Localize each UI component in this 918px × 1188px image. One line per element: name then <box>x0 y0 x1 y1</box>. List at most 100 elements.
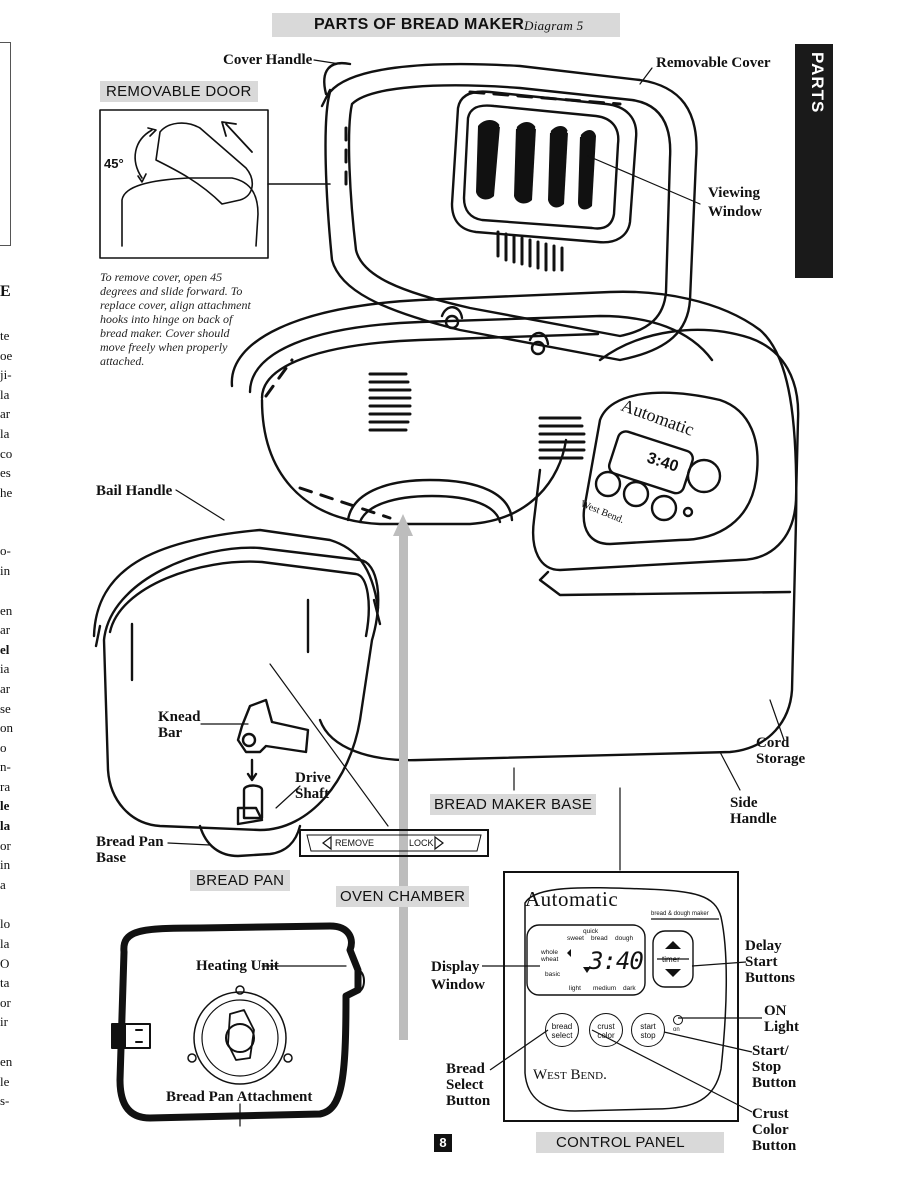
crust-color-button[interactable]: crust color <box>589 1013 623 1047</box>
lid-vents <box>496 230 564 272</box>
margin-fragment: ar <box>0 406 11 422</box>
control-panel-frame: Automatic bread & dough maker quick swee… <box>503 871 739 1122</box>
button-label: color <box>597 1031 615 1040</box>
oven-chamber-inset <box>116 922 362 1122</box>
cover-handle-label: Cover Handle <box>223 52 313 68</box>
knead-bar <box>236 698 310 754</box>
on-light-indicator <box>673 1015 683 1025</box>
heating-unit-label: Heating Unit <box>196 958 279 974</box>
page-title: PARTS OF BREAD MAKER <box>314 16 525 33</box>
start-stop-callout: Start/ Stop Button <box>752 1043 796 1091</box>
button-label: select <box>551 1031 573 1040</box>
panel-brand: Automatic <box>525 887 619 911</box>
viewing-window <box>450 90 638 244</box>
margin-fragment: ta <box>0 975 10 991</box>
margin-fragment: O <box>0 955 10 971</box>
margin-fragment: E <box>0 283 11 300</box>
mode-sweet: sweet <box>567 935 584 942</box>
label-line: Color <box>752 1122 789 1138</box>
door-note-line: To remove cover, open 45 <box>100 270 223 284</box>
margin-fragment: s- <box>0 1093 10 1109</box>
door-angle-label: 45° <box>104 156 124 171</box>
label-line: Storage <box>756 751 806 767</box>
left-margin-box <box>0 42 11 246</box>
on-light-callout: ON Light <box>764 1003 799 1035</box>
small-panel-time: 3:40 <box>645 450 681 476</box>
mode-whole: whole <box>541 949 558 956</box>
cover-handle <box>323 61 352 96</box>
label-line: ON <box>764 1003 787 1019</box>
margin-fragment: or <box>0 837 11 853</box>
panel-subtitle: bread & dough maker <box>651 911 709 917</box>
margin-fragment: te <box>0 328 10 343</box>
page-number: 8 <box>434 1134 452 1152</box>
control-panel-header: CONTROL PANEL <box>536 1132 724 1153</box>
crust-dark: dark <box>623 985 636 992</box>
label-line: Select <box>446 1077 484 1093</box>
window-bars <box>476 120 596 210</box>
left-margin-text: te oe ji- la ar la co es he o- in en ar … <box>0 326 13 1111</box>
margin-fragment: la <box>0 936 10 952</box>
margin-fragment: ia <box>0 661 10 677</box>
margin-fragment: es <box>0 465 11 481</box>
margin-fragment: le <box>0 1073 10 1089</box>
diagram-label: Diagram 5 <box>524 18 584 33</box>
mode-wheat: wheat <box>541 956 559 963</box>
margin-fragment: ji- <box>0 367 12 383</box>
door-note-line: move freely when properly <box>100 340 228 354</box>
start-stop-button[interactable]: start stop <box>631 1013 665 1047</box>
bail-handle-label: Bail Handle <box>96 483 173 499</box>
door-instructions: To remove cover, open 45 degrees and sli… <box>100 270 251 368</box>
bread-pan-header: BREAD PAN <box>190 870 291 891</box>
side-handle-label: Side Handle <box>730 795 777 827</box>
mode-dough: dough <box>615 935 634 942</box>
panel-maker: West Bend. <box>533 1067 607 1083</box>
margin-fragment: on <box>0 720 13 736</box>
remove-lock-indicator: REMOVE LOCK <box>299 829 489 857</box>
remove-label: REMOVE <box>335 838 375 848</box>
margin-fragment: or <box>0 994 11 1010</box>
display-window-label: Display Window <box>431 959 485 993</box>
pan-base <box>198 824 302 858</box>
label-line: Buttons <box>745 970 796 986</box>
removable-cover-label: Removable Cover <box>656 55 771 71</box>
label-line: Display <box>431 959 480 975</box>
label-line: Delay <box>745 938 782 954</box>
door-note-line: degrees and slide forward. To <box>100 284 243 298</box>
margin-fragment: el <box>0 641 10 657</box>
door-note-line: attached. <box>100 354 145 368</box>
panel-time-display: 3:40 <box>589 947 644 975</box>
label-line: Light <box>764 1019 800 1035</box>
margin-fragment: oe <box>0 347 13 363</box>
label-line: Drive <box>295 770 331 786</box>
margin-fragment: n- <box>0 759 11 775</box>
margin-fragment: la <box>0 425 10 441</box>
chamber-vents <box>368 372 586 460</box>
bread-pan-base-label: Bread Pan Base <box>96 834 164 866</box>
bread-pan-attachment-label: Bread Pan Attachment <box>166 1089 313 1105</box>
label-line: Side <box>730 795 758 811</box>
button-label: crust <box>597 1022 615 1031</box>
knead-bar-label: Knead Bar <box>158 709 201 741</box>
margin-fragment: a <box>0 876 6 892</box>
door-note-line: bread maker. Cover should <box>100 326 230 340</box>
bread-select-button[interactable]: bread select <box>545 1013 579 1047</box>
label-line: Base <box>96 850 126 866</box>
label-line: Button <box>752 1075 797 1091</box>
label-line: Start <box>745 954 778 970</box>
mode-quick: quick <box>583 928 599 935</box>
door-note-line: hooks into hinge on back of <box>100 312 233 326</box>
mode-bread: bread <box>591 935 608 942</box>
margin-fragment: se <box>0 700 11 716</box>
margin-fragment: la <box>0 386 10 402</box>
label-line: Bread <box>446 1061 485 1077</box>
margin-fragment: en <box>0 1054 13 1069</box>
label-line: Bar <box>158 725 183 741</box>
crust-color-callout: Crust Color Button <box>752 1106 796 1154</box>
label-line: Shaft <box>295 786 330 802</box>
label-line: Button <box>446 1093 491 1109</box>
small-control-panel <box>582 391 759 546</box>
base-inner-rim <box>248 314 714 394</box>
door-note-line: replace cover, align attachment <box>100 298 251 312</box>
margin-fragment: o- <box>0 543 11 559</box>
